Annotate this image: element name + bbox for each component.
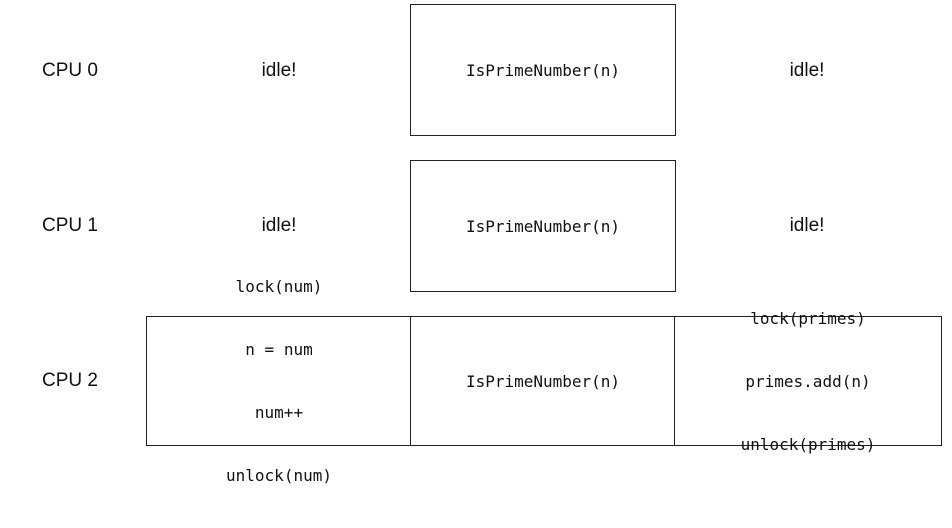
code-line: lock(num) [235,277,323,296]
cpu-0-prime-check-text: IsPrimeNumber(n) [465,60,621,80]
cpu-0-idle-left: idle! [261,60,297,81]
cpu-2-prime-check-text: IsPrimeNumber(n) [465,371,621,391]
cpu-1-prime-check-text: IsPrimeNumber(n) [465,216,621,236]
cpu-2-lock-primes-code: lock(primes) primes.add(n) unlock(primes… [741,266,876,497]
cpu-0-prime-check-box: IsPrimeNumber(n) [410,4,676,136]
cpu-2-prime-check-box: IsPrimeNumber(n) [410,316,676,446]
code-line: unlock(primes) [740,434,876,454]
cpu-1-idle-right: idle! [789,215,825,236]
code-line: num++ [254,403,304,422]
cpu-1-prime-check-box: IsPrimeNumber(n) [410,160,676,292]
code-line: primes.add(n) [745,371,871,391]
cpu-2-label: CPU 2 [42,370,98,391]
code-line: lock(primes) [750,308,866,328]
cpu-2-lock-num-box: lock(num) n = num num++ unlock(num) [146,277,412,485]
code-line: unlock(num) [226,466,332,485]
cpu-2-lock-num-code: lock(num) n = num num++ unlock(num) [226,234,332,528]
cpu-0-idle-right: idle! [789,60,825,81]
cpu-1-label: CPU 1 [42,215,98,236]
cpu-0-label: CPU 0 [42,60,98,81]
cpu-1-idle-left: idle! [261,215,297,236]
cpu-2-lock-primes-box: lock(primes) primes.add(n) unlock(primes… [674,309,942,454]
code-line: n = num [245,340,313,359]
